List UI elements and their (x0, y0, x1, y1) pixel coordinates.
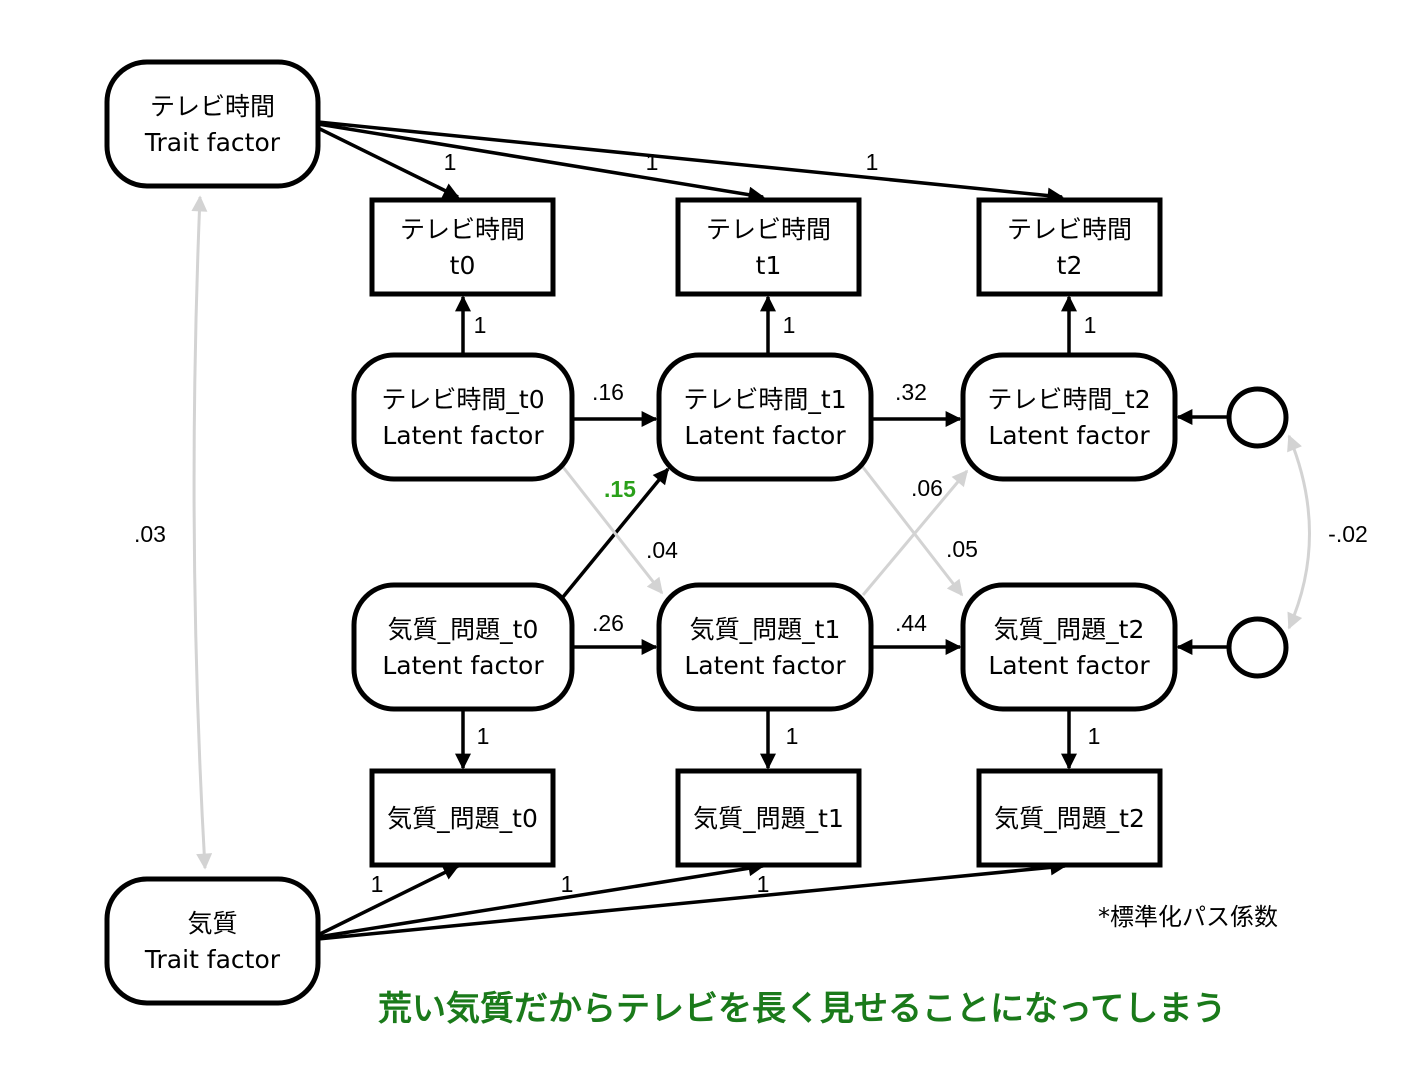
latent-node-shape (960, 582, 1178, 712)
latent-node-shape (960, 352, 1178, 482)
node-title: テレビ時間 (400, 215, 525, 244)
node-subtitle: Latent factor (684, 651, 846, 680)
node-temp-trait: 気質 Trait factor (104, 876, 321, 1006)
error-term-circle (1226, 386, 1289, 449)
node-tv-obs-t1: テレビ時間 t1 (675, 197, 862, 297)
node-title: テレビ時間_t1 (683, 385, 846, 414)
observed-node-shape (369, 768, 556, 868)
path-tv-lat-t0-to-temp-lat-t1 (561, 466, 664, 595)
edge-labels-layer: 1 1 1 1 1 1 .16 .32 .26 .44 .15 .04 .06 .05 1 1 1 1 1 1 .03 -… (134, 149, 1368, 897)
node-subtitle: Latent factor (382, 651, 544, 680)
covariance-tv-trait-temp-trait (191, 195, 213, 870)
node-subtitle: Latent factor (988, 651, 1150, 680)
node-title: テレビ時間_t2 (987, 385, 1150, 414)
node-tv-obs-t0: テレビ時間 t0 (369, 197, 556, 297)
node-err-tv-t2 (1226, 386, 1289, 449)
node-title: 気質_問題_t1 (693, 804, 844, 833)
node-title: テレビ時間_t0 (381, 385, 544, 414)
node-title: テレビ時間 (706, 215, 831, 244)
path-coefficient-label: .06 (911, 475, 943, 501)
latent-node-shape (351, 352, 575, 482)
node-temp-obs-t0: 気質_問題_t0 (369, 768, 556, 868)
covariance-label: -.02 (1328, 521, 1368, 547)
path-tv-trait-to-tv-obs-t1 (317, 122, 765, 203)
path-coefficient-label: .44 (895, 610, 927, 636)
error-term-circle (1226, 616, 1289, 679)
path-coefficient-label: 1 (783, 312, 796, 338)
latent-node-shape (351, 582, 575, 712)
latent-node-shape (104, 876, 321, 1006)
node-tv-obs-t2: テレビ時間 t2 (976, 197, 1163, 297)
path-coefficient-label: .16 (592, 379, 624, 405)
observed-node-shape (976, 197, 1163, 297)
path-tv-lat-t1-to-temp-lat-t2 (860, 465, 964, 597)
path-coefficient-label: .05 (946, 536, 978, 562)
node-subtitle: t0 (450, 251, 476, 280)
edges-layer (191, 120, 1311, 941)
node-subtitle: Trait factor (144, 128, 281, 157)
observed-node-shape (369, 197, 556, 297)
node-subtitle: Trait factor (144, 945, 281, 974)
node-title: 気質_問題_t2 (994, 804, 1145, 833)
node-tv-trait: テレビ時間 Trait factor (104, 59, 321, 189)
node-err-temp-t2 (1226, 616, 1289, 679)
caption: 荒い気質だからテレビを長く見せることになってしまう (378, 989, 1226, 1029)
standardized-note: *標準化パス係数 (1098, 903, 1278, 931)
node-title: 気質_問題_t0 (387, 804, 538, 833)
path-coefficient-label: 1 (757, 871, 770, 897)
path-coefficient-label: 1 (444, 149, 457, 175)
node-subtitle: t1 (756, 251, 782, 280)
node-subtitle: Latent factor (684, 421, 846, 450)
node-subtitle: Latent factor (382, 421, 544, 450)
node-subtitle: Latent factor (988, 421, 1150, 450)
node-title: テレビ時間 (1007, 215, 1132, 244)
path-coefficient-label: .26 (592, 610, 624, 636)
path-coefficient-label: 1 (371, 871, 384, 897)
path-coefficient-label: 1 (1084, 312, 1097, 338)
observed-node-shape (675, 768, 862, 868)
node-temp-obs-t1: 気質_問題_t1 (675, 768, 862, 868)
latent-node-shape (656, 352, 874, 482)
node-title: 気質_問題_t2 (994, 615, 1145, 644)
path-coefficient-label: 1 (1088, 723, 1101, 749)
covariance-err-tv-t2-err-temp-t2 (1287, 434, 1311, 630)
path-coefficient-label: 1 (561, 871, 574, 897)
observed-node-shape (675, 197, 862, 297)
path-coefficient-label: 1 (646, 149, 659, 175)
path-coefficient-label: 1 (786, 723, 799, 749)
path-tv-trait-to-tv-obs-t2 (317, 120, 1064, 204)
path-tv-trait-to-tv-obs-t0 (317, 126, 460, 199)
latent-node-shape (104, 59, 321, 189)
observed-node-shape (976, 768, 1163, 868)
node-title: 気質_問題_t1 (690, 615, 841, 644)
node-temp-obs-t2: 気質_問題_t2 (976, 768, 1163, 868)
path-temp-trait-to-temp-obs-t2 (317, 859, 1067, 941)
path-coefficient-label: .32 (895, 379, 927, 405)
path-coefficient-label: 1 (477, 723, 490, 749)
node-title: 気質 (187, 909, 237, 938)
node-subtitle: t2 (1057, 251, 1083, 280)
path-temp-trait-to-temp-obs-t1 (317, 860, 765, 939)
covariance-label: .03 (134, 521, 166, 547)
path-coefficient-label: 1 (866, 149, 879, 175)
path-coefficient-label: 1 (474, 312, 487, 338)
path-coefficient-label: .04 (646, 537, 678, 563)
node-title: 気質_問題_t0 (388, 615, 539, 644)
node-title: テレビ時間 (150, 92, 275, 121)
path-temp-trait-to-temp-obs-t0 (317, 864, 460, 937)
path-coefficient-label: .15 (604, 476, 636, 502)
latent-node-shape (656, 582, 874, 712)
